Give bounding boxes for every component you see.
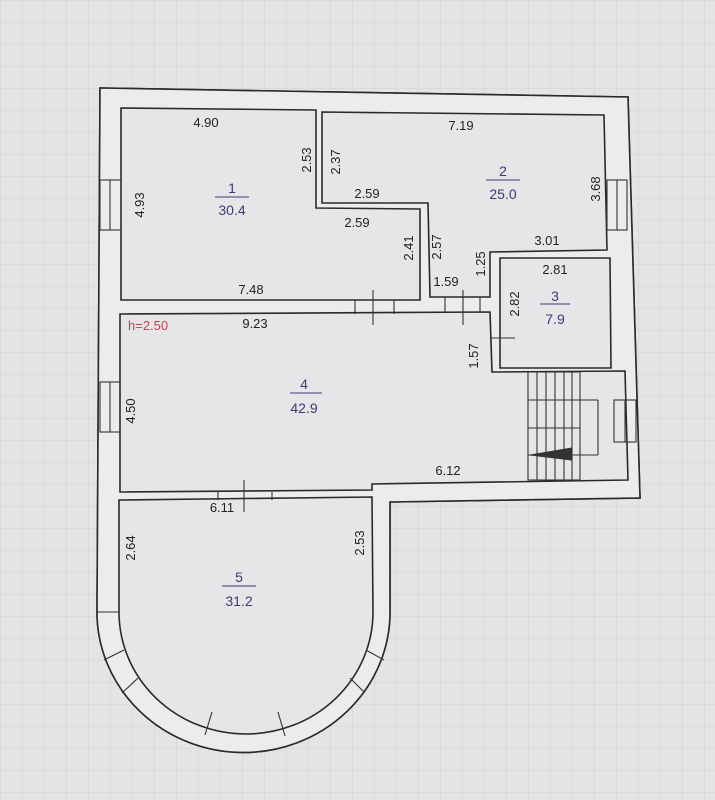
room-label-1: 1 30.4 bbox=[215, 180, 249, 218]
room-label-3: 3 7.9 bbox=[540, 288, 570, 327]
dim-r2-top: 7.19 bbox=[448, 118, 473, 133]
room-label-5: 5 31.2 bbox=[222, 569, 256, 609]
dim-r5-left: 2.64 bbox=[123, 535, 138, 560]
room-area: 30.4 bbox=[218, 202, 245, 218]
dim-r3-top: 2.81 bbox=[542, 262, 567, 277]
dim-r1-right-upper: 2.53 bbox=[299, 147, 314, 172]
dim-r2-corridor-width: 1.59 bbox=[433, 274, 458, 289]
dim-r4-top: 9.23 bbox=[242, 316, 267, 331]
dim-r1-top: 4.90 bbox=[193, 115, 218, 130]
room-area: 31.2 bbox=[225, 593, 252, 609]
room-4-outline bbox=[119, 311, 629, 493]
windows bbox=[97, 179, 637, 737]
doors bbox=[217, 290, 515, 512]
dim-r2-step: 2.59 bbox=[354, 186, 379, 201]
room-5-outline bbox=[118, 496, 374, 735]
room-area: 42.9 bbox=[290, 400, 317, 416]
room-label-2: 2 25.0 bbox=[486, 163, 520, 202]
room-area: 25.0 bbox=[489, 186, 516, 202]
dim-r1-step: 2.59 bbox=[344, 215, 369, 230]
dim-r4-bottom: 6.12 bbox=[435, 463, 460, 478]
room-number: 5 bbox=[235, 569, 243, 585]
room-number: 3 bbox=[551, 288, 559, 304]
dim-r3-left: 2.82 bbox=[507, 291, 522, 316]
dim-r1-bottom: 7.48 bbox=[238, 282, 263, 297]
room-number: 4 bbox=[300, 376, 308, 392]
dim-r4-bottom-left: 6.11 bbox=[210, 500, 234, 515]
staircase bbox=[527, 371, 599, 481]
room-2-outline bbox=[321, 111, 608, 298]
dim-r5-right: 2.53 bbox=[352, 530, 367, 555]
room-number: 1 bbox=[228, 180, 236, 196]
dim-r2-bottom-right: 3.01 bbox=[534, 233, 559, 248]
room-label-4: 4 42.9 bbox=[290, 376, 322, 416]
dim-r2-notch: 1.25 bbox=[473, 251, 488, 276]
room-area: 7.9 bbox=[545, 311, 565, 327]
room-1-outline bbox=[120, 107, 421, 301]
dim-r2-right: 3.68 bbox=[588, 176, 603, 201]
dim-r2-left-upper: 2.37 bbox=[328, 149, 343, 174]
dim-r4-left: 4.50 bbox=[123, 398, 138, 423]
dimension-labels: 4.90 4.93 2.53 2.59 2.41 7.48 7.19 2.37 … bbox=[123, 115, 603, 561]
dim-r4-notch: 1.57 bbox=[466, 343, 481, 368]
ceiling-height: h=2.50 bbox=[128, 318, 168, 333]
room-number: 2 bbox=[499, 163, 507, 179]
dim-r2-corridor: 2.57 bbox=[429, 234, 444, 259]
dim-r1-right-lower: 2.41 bbox=[401, 235, 416, 260]
dim-r1-left: 4.93 bbox=[132, 192, 147, 217]
